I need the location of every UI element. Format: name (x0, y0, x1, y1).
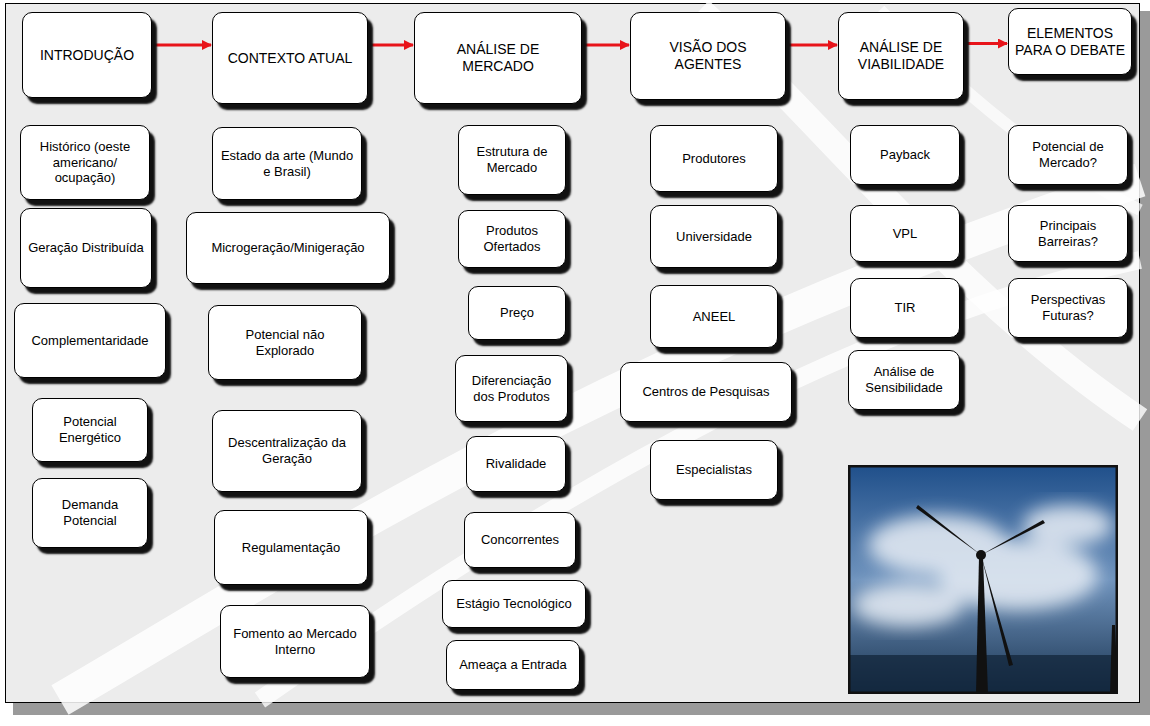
topic-box: Payback (850, 125, 960, 185)
topic-label: Demanda Potencial (39, 497, 141, 528)
topic-label: Perspectivas Futuras? (1015, 292, 1121, 323)
topic-box: Potencial não Explorado (208, 305, 362, 380)
topic-box: Produtos Ofertados (458, 210, 566, 268)
topic-label: Regulamentação (242, 540, 340, 556)
topic-box: Principais Barreiras? (1008, 205, 1128, 262)
section-header-box: ANÁLISE DE MERCADO (414, 12, 582, 104)
topic-label: Estágio Tecnológico (456, 596, 571, 612)
topic-box: Microgeração/Minigeração (186, 212, 390, 284)
topic-box: Potencial Energético (32, 398, 148, 462)
topic-box: Estado da arte (Mundo e Brasil) (212, 127, 362, 200)
wind-turbine-photo (848, 465, 1118, 694)
topic-box: Regulamentação (214, 510, 368, 585)
section-header-box: CONTEXTO ATUAL (212, 12, 368, 104)
topic-box: Universidade (650, 205, 778, 268)
section-title: INTRODUÇÃO (40, 47, 134, 64)
flow-arrow (583, 44, 629, 47)
topic-label: Concorrentes (481, 532, 559, 548)
topic-label: Payback (880, 147, 930, 163)
topic-label: Principais Barreiras? (1015, 218, 1121, 249)
topic-label: ANEEL (693, 309, 736, 325)
section-header-box: VISÃO DOS AGENTES (630, 12, 786, 100)
topic-box: Fomento ao Mercado Interno (220, 605, 370, 678)
topic-label: Diferenciação dos Produtos (462, 373, 561, 404)
topic-label: Produtos Ofertados (465, 223, 559, 254)
topic-label: Descentralização da Geração (219, 435, 355, 466)
topic-label: Histórico (oeste americano/ ocupação) (27, 139, 143, 186)
topic-box: Preço (468, 286, 566, 340)
topic-box: ANEEL (650, 285, 778, 348)
topic-box: Concorrentes (464, 512, 576, 568)
topic-label: Preço (500, 305, 534, 321)
topic-label: Especialistas (676, 462, 752, 478)
topic-box: Perspectivas Futuras? (1008, 278, 1128, 338)
topic-label: Fomento ao Mercado Interno (227, 626, 363, 657)
topic-box: Complementaridade (14, 303, 166, 378)
topic-label: Centros de Pesquisas (642, 384, 769, 400)
topic-label: Geração Distribuída (28, 240, 144, 256)
topic-box: Demanda Potencial (32, 478, 148, 548)
topic-label: Complementaridade (31, 333, 148, 349)
topic-label: Estrutura de Mercado (465, 144, 559, 175)
topic-box: Centros de Pesquisas (620, 362, 792, 422)
topic-box: Ameaça a Entrada (446, 640, 580, 690)
topic-label: Produtores (682, 151, 746, 167)
topic-label: Ameaça a Entrada (459, 657, 567, 673)
topic-box: Especialistas (650, 440, 778, 500)
section-title: ELEMENTOS PARA O DEBATE (1015, 25, 1125, 59)
topic-box: Diferenciação dos Produtos (455, 355, 568, 422)
section-header-box: ANÁLISE DE VIABILIDADE (838, 12, 964, 100)
topic-box: Produtores (650, 125, 778, 192)
flow-arrow (965, 42, 1007, 45)
topic-label: Potencial não Explorado (215, 327, 355, 358)
topic-box: Potencial de Mercado? (1008, 125, 1128, 185)
topic-label: Estado da arte (Mundo e Brasil) (219, 148, 355, 179)
flow-arrow (153, 44, 211, 47)
topic-label: Rivalidade (486, 456, 547, 472)
topic-label: Análise de Sensibilidade (855, 364, 953, 395)
topic-box: Descentralização da Geração (212, 410, 362, 492)
topic-box: TIR (850, 278, 960, 338)
topic-box: Estrutura de Mercado (458, 125, 566, 195)
topic-label: Potencial Energético (39, 414, 141, 445)
topic-box: Geração Distribuída (20, 208, 152, 288)
topic-label: Potencial de Mercado? (1015, 139, 1121, 170)
section-title: CONTEXTO ATUAL (228, 50, 353, 67)
topic-label: Microgeração/Minigeração (211, 240, 364, 256)
topic-box: VPL (850, 205, 960, 262)
topic-box: Rivalidade (466, 436, 566, 492)
section-header-box: ELEMENTOS PARA O DEBATE (1008, 8, 1132, 75)
section-title: ANÁLISE DE MERCADO (421, 41, 575, 75)
section-title: ANÁLISE DE VIABILIDADE (845, 39, 957, 73)
topic-label: TIR (895, 300, 916, 316)
topic-box: Análise de Sensibilidade (848, 350, 960, 410)
section-header-box: INTRODUÇÃO (22, 12, 152, 98)
flow-arrow (369, 44, 413, 47)
topic-box: Histórico (oeste americano/ ocupação) (20, 125, 150, 200)
topic-label: Universidade (676, 229, 752, 245)
topic-box: Estágio Tecnológico (442, 580, 586, 628)
flow-arrow (787, 44, 837, 47)
topic-label: VPL (893, 226, 918, 242)
section-title: VISÃO DOS AGENTES (637, 39, 779, 73)
